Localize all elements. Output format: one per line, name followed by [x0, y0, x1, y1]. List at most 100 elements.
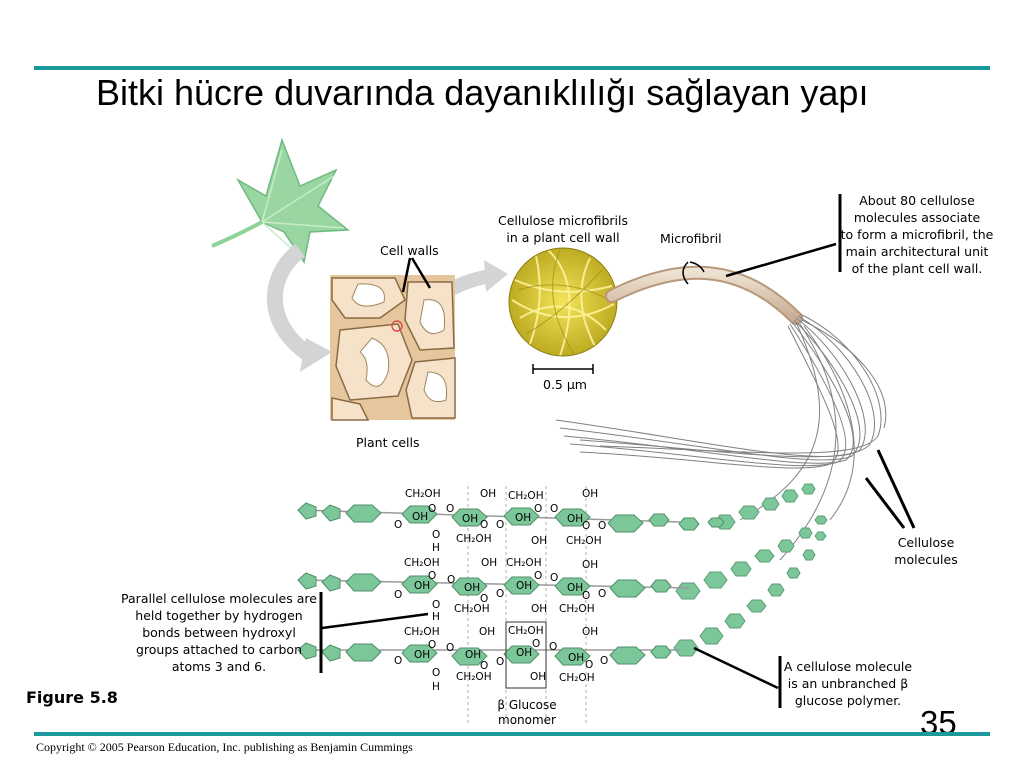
oh-label: OH	[464, 582, 480, 594]
oh-label: OH	[567, 582, 583, 594]
o-label: O	[432, 529, 440, 541]
o-label: O	[585, 659, 593, 671]
oh-label: OH	[516, 580, 532, 592]
o-label: O	[534, 570, 542, 582]
ch2oh-label: CH₂OH	[404, 557, 440, 569]
top-rule	[34, 66, 990, 70]
oh-label: OH	[481, 557, 497, 569]
oh-label: OH	[530, 671, 546, 683]
oh-label: OH	[414, 649, 430, 661]
cellulose-row-2	[297, 572, 691, 598]
o-label: O	[394, 589, 402, 601]
oh-label: OH	[414, 580, 430, 592]
ch2oh-label: CH₂OH	[405, 488, 441, 500]
o-label: O	[432, 599, 440, 611]
ch2oh-label: CH₂OH	[559, 672, 595, 684]
o-label: O	[600, 655, 608, 667]
figure-label: Figure 5.8	[26, 688, 118, 707]
ch2oh-label: CH₂OH	[404, 626, 440, 638]
cellulose-molecules-label: Cellulose molecules	[894, 535, 958, 567]
ch2oh-label: CH₂OH	[508, 625, 544, 637]
cellulose-row-3	[297, 642, 680, 666]
bottom-rule	[34, 732, 990, 736]
h-label: H	[432, 611, 440, 623]
o-label: O	[598, 520, 606, 532]
cell-walls-label: Cell walls	[380, 243, 439, 258]
oh-label: OH	[582, 488, 598, 500]
ch2oh-label: CH₂OH	[506, 557, 542, 569]
h-label: H	[432, 681, 440, 693]
o-label: O	[496, 588, 504, 600]
plant-cells-illustration	[330, 275, 456, 421]
cellulose-strands	[555, 313, 887, 561]
oh-label: OH	[480, 488, 496, 500]
page-number: 35	[920, 704, 957, 741]
o-label: O	[550, 503, 558, 515]
row-1-chem-labels: CH₂OH OH CH₂OH OH O O O O OH OH OH OH O …	[394, 488, 606, 554]
o-label: O	[582, 520, 590, 532]
unbranched-callout-line	[693, 646, 779, 690]
oh-label: OH	[582, 559, 598, 571]
ch2oh-label: CH₂OH	[508, 490, 544, 502]
page-title: Bitki hücre duvarında dayanıklılığı sağl…	[96, 72, 869, 113]
copyright: Copyright © 2005 Pearson Education, Inc.…	[36, 740, 413, 754]
oh-label: OH	[516, 647, 532, 659]
o-label: O	[534, 503, 542, 515]
microfibril-strand	[605, 261, 803, 325]
about80-label: About 80 cellulose molecules associate t…	[840, 193, 994, 276]
parallel-molecules-label: Parallel cellulose molecules are held to…	[121, 591, 317, 674]
arrow-leaf-to-cells	[266, 243, 317, 363]
unwinding-molecule-chains	[673, 483, 828, 657]
o-label: O	[394, 655, 402, 667]
ch2oh-label: CH₂OH	[456, 533, 492, 545]
o-label: O	[432, 667, 440, 679]
oh-label: OH	[568, 652, 584, 664]
ch2oh-label: CH₂OH	[566, 535, 602, 547]
o-label: O	[428, 503, 436, 515]
ch2oh-label: CH₂OH	[454, 603, 490, 615]
ch2oh-label: CH₂OH	[559, 603, 595, 615]
o-label: O	[480, 519, 488, 531]
row-2-chem-labels: CH₂OH OH CH₂OH OH O O O OH O OH OH OH O …	[394, 557, 606, 623]
o-label: O	[582, 590, 590, 602]
scale-label: 0.5 µm	[543, 377, 587, 392]
oh-label: OH	[582, 626, 598, 638]
cellulose-row-1	[297, 502, 725, 533]
leaf-illustration	[211, 137, 351, 264]
row-3-chem-labels: CH₂OH OH CH₂OH OH O O O O OH OH OH OH O …	[394, 625, 608, 693]
parallel-callout-line	[321, 612, 429, 630]
o-label: O	[550, 572, 558, 584]
cellulose-molecules-callout-1	[864, 477, 906, 529]
oh-label: OH	[412, 511, 428, 523]
oh-label: OH	[531, 603, 547, 615]
o-label: O	[598, 588, 606, 600]
oh-label: OH	[462, 513, 478, 525]
microfibrils-photo	[508, 247, 618, 357]
oh-label: OH	[531, 535, 547, 547]
oh-label: OH	[515, 512, 531, 524]
o-label: O	[532, 638, 540, 650]
plant-cells-label: Plant cells	[356, 435, 420, 450]
cellulose-molecules-callout-2	[876, 449, 916, 529]
o-label: O	[446, 503, 454, 515]
microfibril-callout-line	[725, 242, 837, 278]
o-label: O	[496, 656, 504, 668]
o-label: O	[428, 570, 436, 582]
oh-label: OH	[479, 626, 495, 638]
microfibrils-photo-label: Cellulose microfibrils in a plant cell w…	[497, 213, 629, 245]
microfibril-label: Microfibril	[660, 231, 722, 246]
oh-label: OH	[465, 649, 481, 661]
unbranched-label: A cellulose molecule is an unbranched β …	[783, 659, 913, 708]
o-label: O	[496, 519, 504, 531]
h-label: H	[432, 542, 440, 554]
oh-label: OH	[567, 513, 583, 525]
o-label: O	[428, 639, 436, 651]
o-label: O	[480, 660, 488, 672]
glucose-monomer-label: β Glucose monomer	[497, 698, 557, 727]
o-label: O	[447, 574, 455, 586]
ch2oh-label: CH₂OH	[456, 671, 492, 683]
o-label: O	[394, 519, 402, 531]
o-label: O	[446, 642, 454, 654]
o-label: O	[480, 593, 488, 605]
